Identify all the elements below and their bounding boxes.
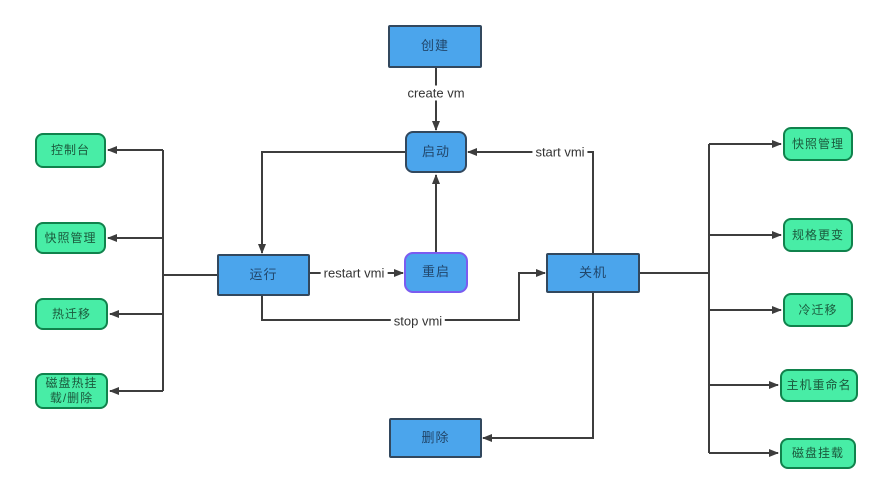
edge-label-restart-vmi: restart vmi xyxy=(320,265,388,281)
action-console: 控制台 xyxy=(35,133,106,168)
node-running: 运行 xyxy=(217,254,310,296)
action-snapshot-left: 快照管理 xyxy=(35,222,106,254)
action-host-rename: 主机重命名 xyxy=(780,369,858,402)
edge-running-to-shutdown xyxy=(261,269,546,321)
edge-start-to-running xyxy=(258,151,405,254)
action-snapshot-right: 快照管理 xyxy=(783,127,853,161)
node-delete: 删除 xyxy=(389,418,482,458)
node-restart: 重启 xyxy=(404,252,468,293)
edge-label-start-vmi: start vmi xyxy=(532,144,588,160)
edge-shutdown-to-start xyxy=(467,148,594,253)
action-hot-migration: 热迁移 xyxy=(35,298,108,330)
node-start: 启动 xyxy=(405,131,467,173)
node-create: 创建 xyxy=(388,25,482,68)
action-spec-change: 规格更变 xyxy=(783,218,853,252)
node-shutdown: 关机 xyxy=(546,253,640,293)
edge-shutdown-to-delete xyxy=(482,293,594,442)
action-disk-mount: 磁盘挂载 xyxy=(780,438,856,469)
edge-label-create-vm: create vm xyxy=(404,85,468,101)
action-cold-migration: 冷迁移 xyxy=(783,293,853,327)
edge-label-stop-vmi: stop vmi xyxy=(390,313,446,329)
action-disk-hot-mount-delete: 磁盘热挂载/删除 xyxy=(35,373,108,409)
